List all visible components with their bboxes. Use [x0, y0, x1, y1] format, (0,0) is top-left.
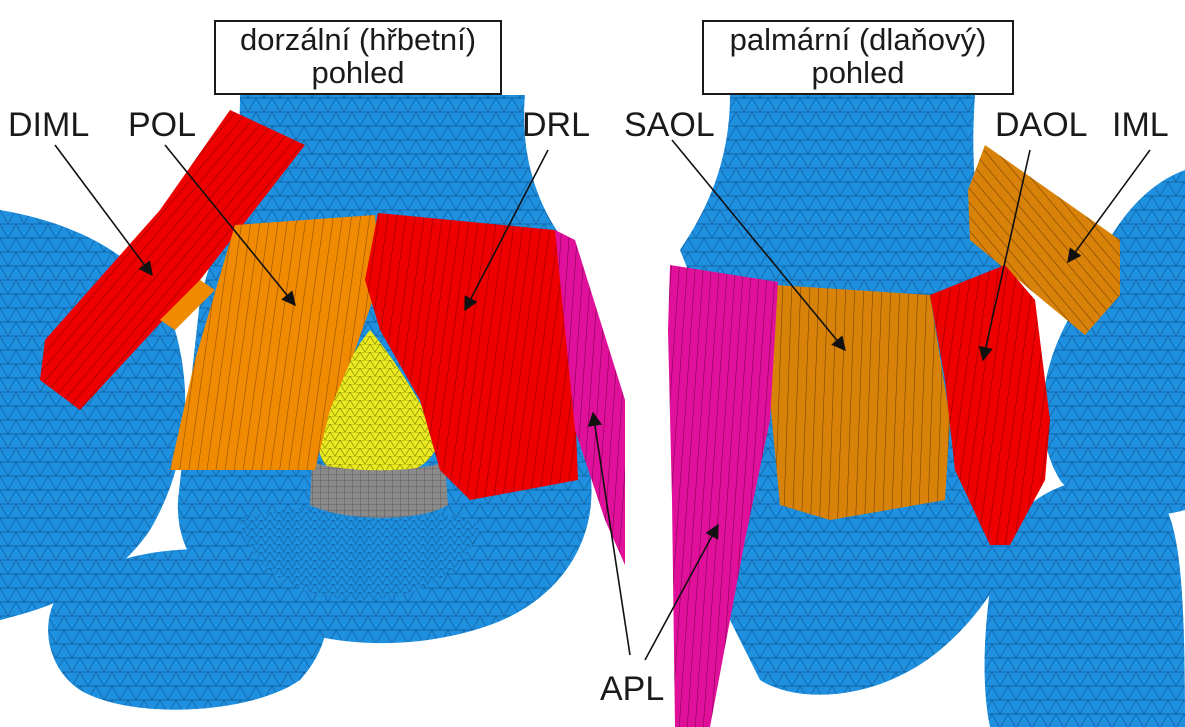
- label-drl: DRL: [522, 108, 590, 142]
- dorsal-title-line2: pohled: [224, 57, 492, 90]
- palmar-title-line2: pohled: [712, 57, 1004, 90]
- label-daol: DAOL: [995, 108, 1088, 142]
- label-apl: APL: [600, 672, 664, 706]
- dorsal-view: [0, 95, 625, 710]
- implant-grey-component: [310, 462, 448, 518]
- palmar-view: [668, 95, 1185, 727]
- label-pol: POL: [128, 108, 196, 142]
- ligament-saol: [770, 285, 950, 520]
- palmar-title-line1: palmární (dlaňový): [712, 24, 1004, 57]
- label-saol: SAOL: [624, 108, 715, 142]
- palmar-view-title: palmární (dlaňový) pohled: [702, 20, 1014, 95]
- dorsal-title-line1: dorzální (hřbetní): [224, 24, 492, 57]
- dorsal-view-title: dorzální (hřbetní) pohled: [214, 20, 502, 95]
- label-iml: IML: [1112, 108, 1169, 142]
- label-diml: DIML: [8, 108, 89, 142]
